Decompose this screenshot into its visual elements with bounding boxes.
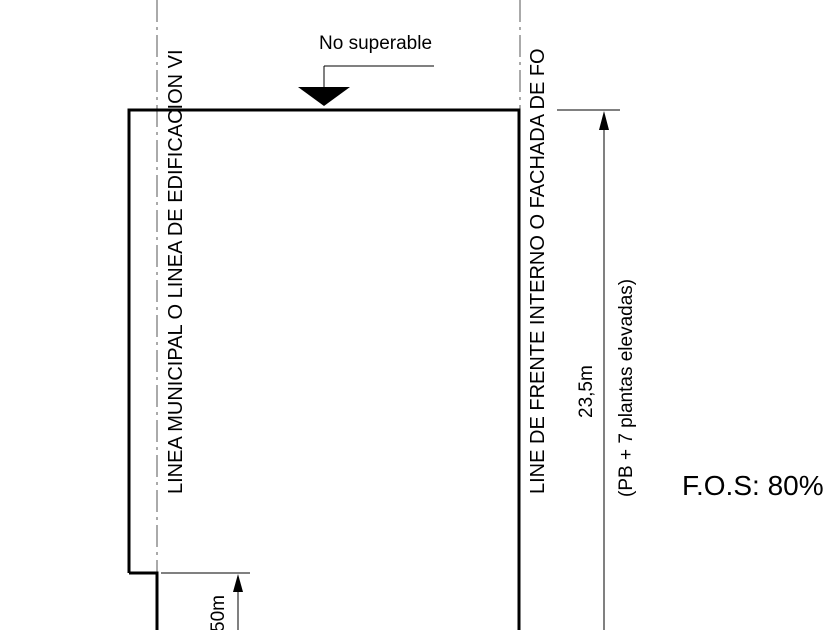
linea-municipal-label: LINEA MUNICIPAL O LINEA DE EDIFICACION V… xyxy=(165,49,187,494)
arrow-up-icon-lower xyxy=(233,574,243,592)
height-value-label: 23,5m xyxy=(576,365,597,418)
building-outline xyxy=(127,108,521,630)
plantas-label: (PB + 7 plantas elevadas) xyxy=(616,279,637,497)
building-step-outline xyxy=(129,571,159,630)
arrow-up-icon xyxy=(599,111,609,130)
partial-dimension-label: 50m xyxy=(208,595,229,630)
fos-label: F.O.S: 80% xyxy=(682,470,824,501)
no-superable-label: No superable xyxy=(319,33,432,54)
linea-frente-label: LINE DE FRENTE INTERNO O FACHADA DE FO xyxy=(527,48,549,494)
level-marker-triangle xyxy=(298,87,350,106)
